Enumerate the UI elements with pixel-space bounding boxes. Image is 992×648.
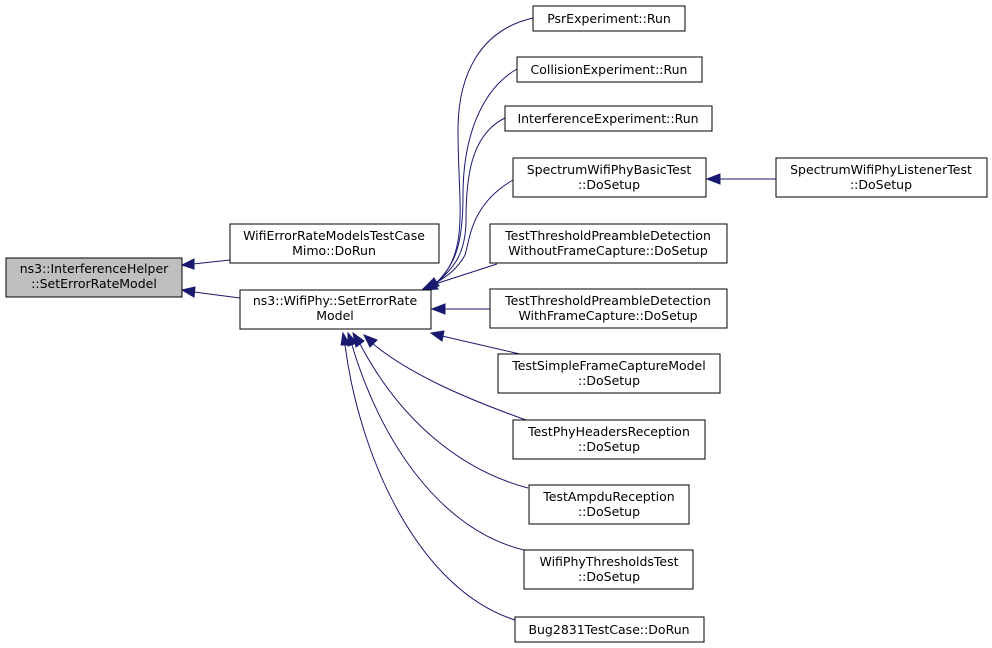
node-test-simple-frame-capture-model-dosetup[interactable]: TestSimpleFrameCaptureModel ::DoSetup xyxy=(497,353,721,394)
edge-wifiphy-to-root xyxy=(180,286,241,299)
edge-psr-to-wifiphy xyxy=(436,17,534,284)
node-test-phy-headers-reception-dosetup[interactable]: TestPhyHeadersReception ::DoSetup xyxy=(512,419,706,460)
edge-phyheaders-to-wifiphy xyxy=(362,334,527,421)
node-label-line: InterferenceExperiment::Run xyxy=(517,111,698,126)
node-label-line: TestSimpleFrameCaptureModel xyxy=(511,358,705,373)
edge-collision-to-wifiphy xyxy=(435,68,518,284)
node-label-line: ::DoSetup xyxy=(578,569,640,584)
node-label-line: ::SetErrorRateModel xyxy=(31,276,157,291)
node-wifi-error-rate-models-test-case-mimo-dorun[interactable]: WifiErrorRateModelsTestCase Mimo::DoRun xyxy=(229,223,440,264)
node-interference-experiment-run[interactable]: InterferenceExperiment::Run xyxy=(504,105,713,132)
node-test-threshold-preamble-without-frame-capture[interactable]: TestThresholdPreambleDetection WithoutFr… xyxy=(489,223,728,264)
node-label-line: TestPhyHeadersReception xyxy=(527,424,690,439)
node-spectrum-wifiphy-basic-test-dosetup[interactable]: SpectrumWifiPhyBasicTest ::DoSetup xyxy=(512,157,707,198)
node-label-line: TestThresholdPreambleDetection xyxy=(504,228,711,243)
node-label-line: SpectrumWifiPhyBasicTest xyxy=(527,162,692,177)
node-wifiphy-thresholds-test-dosetup[interactable]: WifiPhyThresholdsTest ::DoSetup xyxy=(523,549,694,590)
edge-thresholdstest-to-wifiphy xyxy=(347,331,525,551)
node-label-line: Mimo::DoRun xyxy=(292,243,376,258)
node-label-line: WifiPhyThresholdsTest xyxy=(539,554,678,569)
node-label-line: TestThresholdPreambleDetection xyxy=(504,293,711,308)
node-label-line: PsrExperiment::Run xyxy=(547,11,671,26)
wifiphy-arrowhead-top xyxy=(420,277,440,291)
node-bug2831-test-case-dorun[interactable]: Bug2831TestCase::DoRun xyxy=(514,616,705,643)
edge-spectrumbasic-to-wifiphy xyxy=(433,179,514,285)
node-interference-helper-set-error-rate-model[interactable]: ns3::InterferenceHelper ::SetErrorRateMo… xyxy=(5,257,183,298)
edge-interference-to-wifiphy xyxy=(434,117,506,285)
node-psr-experiment-run[interactable]: PsrExperiment::Run xyxy=(532,5,686,32)
edge-spectrumlistener-to-spectrumbasic xyxy=(705,173,776,185)
node-label-line: SpectrumWifiPhyListenerTest xyxy=(790,162,972,177)
edge-simpleframe-to-wifiphy xyxy=(429,330,525,356)
node-label-line: ::DoSetup xyxy=(578,439,640,454)
node-label-line: ::DoSetup xyxy=(578,373,640,388)
node-test-threshold-preamble-with-frame-capture[interactable]: TestThresholdPreambleDetection WithFrame… xyxy=(489,288,728,329)
node-label-line: ns3::InterferenceHelper xyxy=(20,261,169,276)
node-label-line: ::DoSetup xyxy=(578,177,640,192)
node-collision-experiment-run[interactable]: CollisionExperiment::Run xyxy=(516,56,703,83)
edge-threshwithout-to-wifiphy xyxy=(431,263,498,286)
node-label-line: ::DoSetup xyxy=(578,504,640,519)
node-label-line: ns3::WifiPhy::SetErrorRate xyxy=(253,293,418,308)
node-label-line: Model xyxy=(316,308,354,323)
edge-bug2831-to-wifiphy xyxy=(340,331,516,621)
node-label-line: TestAmpduReception xyxy=(542,489,674,504)
node-label-line: WithFrameCapture::DoSetup xyxy=(518,308,697,323)
node-label-line: WifiErrorRateModelsTestCase xyxy=(243,228,425,243)
node-test-ampdu-reception-dosetup[interactable]: TestAmpduReception ::DoSetup xyxy=(528,484,690,525)
node-label-line: ::DoSetup xyxy=(850,177,912,192)
edge-wifierrtest-to-root xyxy=(180,258,231,270)
node-spectrum-wifiphy-listener-test-dosetup[interactable]: SpectrumWifiPhyListenerTest ::DoSetup xyxy=(775,157,988,198)
node-label-line: CollisionExperiment::Run xyxy=(531,62,688,77)
node-wifiphy-set-error-rate-model[interactable]: ns3::WifiPhy::SetErrorRate Model xyxy=(239,289,432,330)
node-label-line: WithoutFrameCapture::DoSetup xyxy=(508,243,708,258)
node-label-line: Bug2831TestCase::DoRun xyxy=(528,622,689,637)
edge-threshwith-to-wifiphy xyxy=(430,303,490,315)
